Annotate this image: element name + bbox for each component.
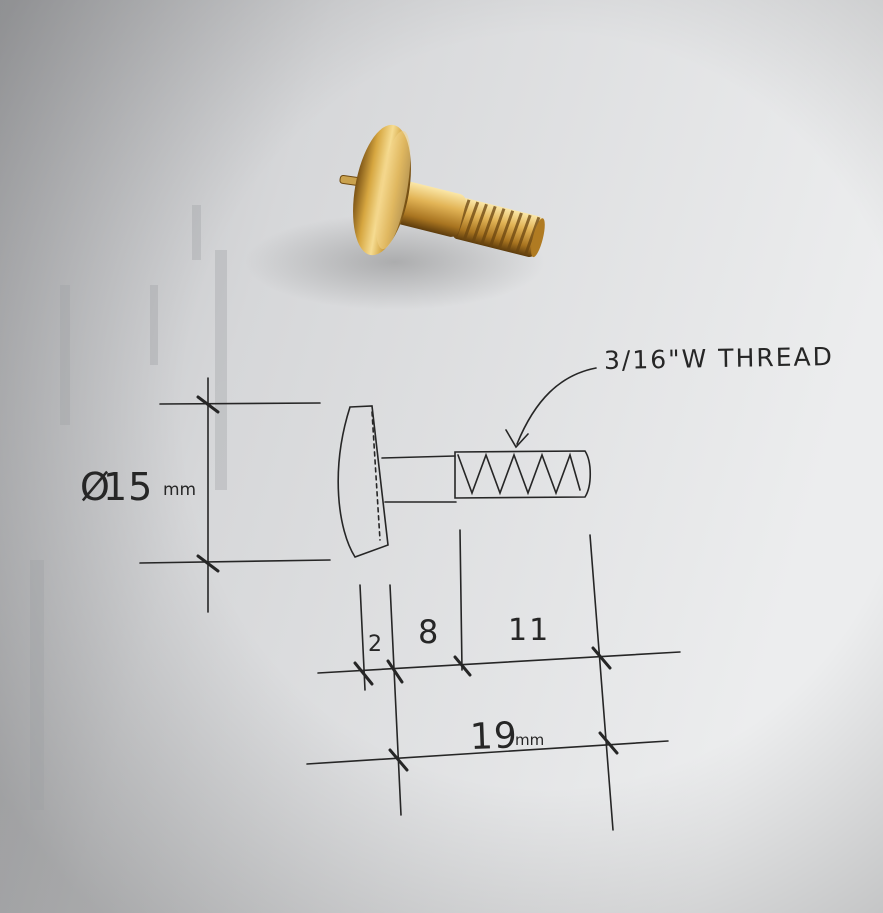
sketch-thread-zigzag: [457, 452, 581, 496]
sketch-thread: [454, 450, 592, 499]
thread-leader-arrow: [516, 367, 597, 445]
thread-label: 3/16"W THREAD: [603, 341, 835, 375]
dim-overall-length: 19: [469, 715, 519, 758]
diameter-dimension: [139, 377, 331, 613]
diameter-symbol: Ø: [80, 465, 110, 509]
diameter-value: 15: [103, 465, 154, 509]
brass-screw-photo: [339, 124, 545, 258]
sketch-shank: [381, 455, 457, 503]
sketch-head: [337, 405, 389, 558]
pencil-sketch: [139, 367, 681, 831]
dim-shank-length: 8: [418, 613, 439, 651]
dim-thread-length: 11: [508, 613, 551, 648]
dim-line-upper: [317, 651, 681, 674]
diameter-unit: mm: [163, 480, 197, 500]
bleed-through-print: [30, 205, 227, 810]
dim-head-length: 2: [368, 632, 382, 657]
dim-overall-unit: mm: [515, 731, 545, 749]
dim-line-lower: [306, 740, 669, 765]
